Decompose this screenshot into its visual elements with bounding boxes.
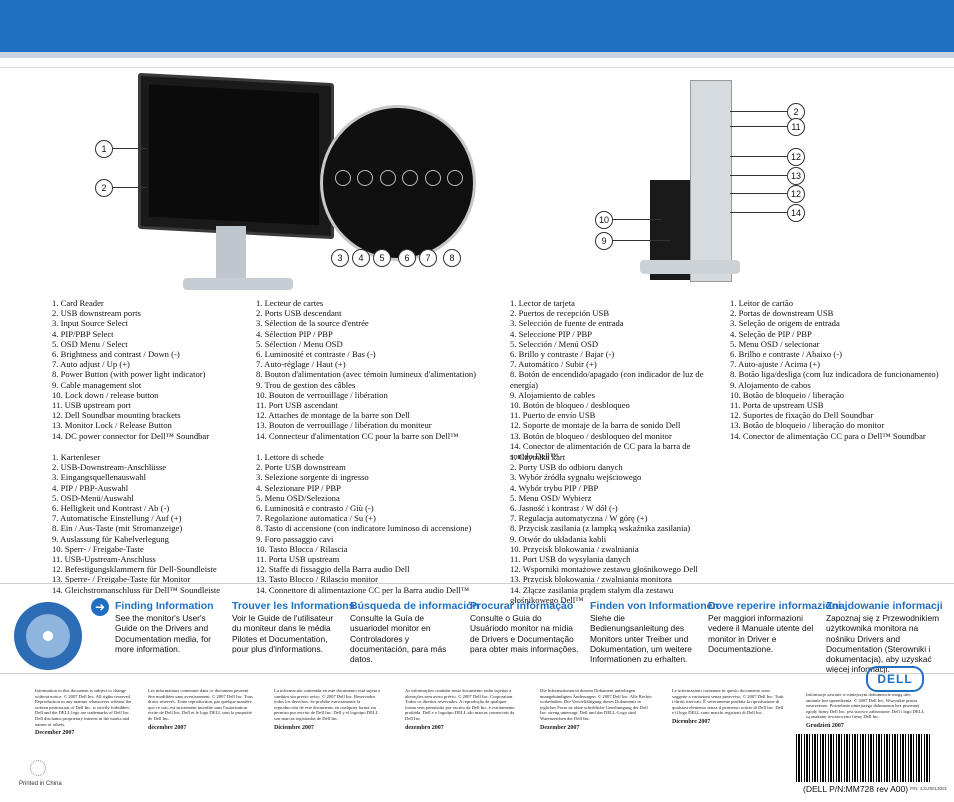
printed-in: Printed in China [19, 781, 62, 787]
legal-divider [0, 673, 954, 674]
monitor-screen [138, 72, 334, 240]
info-title-en: Finding Information [115, 600, 214, 612]
header-bar [0, 0, 954, 52]
callout-side-13: 13 [787, 167, 805, 185]
power-icon [446, 170, 463, 186]
info-title-pl: Znajdowanie informacji [826, 600, 943, 612]
legal-en: Information in this document is subject … [35, 688, 132, 737]
part-number: (DELL P/N:MM728 rev A00) [803, 784, 909, 794]
front-buttons [335, 170, 463, 186]
callout-2: 2 [95, 179, 113, 197]
cd-icon [14, 602, 82, 670]
legal-it: Le informazioni contenute in questo docu… [672, 688, 784, 725]
legal-pt: As informações contidas neste documento … [405, 688, 515, 731]
input-source-icon [335, 170, 351, 186]
info-body-es: Consulte la Guía de usuariodel monitor e… [350, 613, 447, 665]
pn-small: P/N: 4J1J9013001 [910, 786, 948, 791]
callout-4: 4 [352, 249, 370, 267]
divider [0, 67, 954, 68]
info-title-es: Búsqueda de información [350, 600, 479, 612]
section-divider [0, 583, 954, 584]
callout-6: 6 [398, 249, 416, 267]
legal-fr: Les informations contenues dans ce docum… [148, 688, 253, 731]
menu-icon [379, 170, 396, 186]
callout-8: 8 [443, 249, 461, 267]
callout-side-10: 10 [595, 211, 613, 229]
info-body-fr: Voir le Guide de l'utilisateur du monite… [232, 613, 334, 654]
info-body-de: Siehe die Bedienungsanleitung des Monito… [590, 613, 692, 665]
monitor-back-panel [690, 80, 732, 282]
callout-side-9: 9 [595, 232, 613, 250]
callout-side-11: 11 [787, 118, 805, 136]
info-body-pt: Consulte o Guia do Usuáriodo monitor na … [470, 613, 579, 654]
monitor-side-illustration [640, 80, 740, 282]
dell-logo: DELL [866, 666, 924, 692]
legal-es: La información contenida en este documen… [274, 688, 381, 731]
legal-pl: Informacje zawarte w niniejszym dokumenc… [806, 692, 925, 729]
info-body-en: See the monitor's User's Guide on the Dr… [115, 613, 211, 654]
monitor-stand [216, 226, 246, 286]
info-title-de: Finden von Informationen [590, 600, 719, 612]
monitor-front-illustration [138, 72, 348, 290]
callout-3: 3 [331, 249, 349, 267]
callout-7: 7 [419, 249, 437, 267]
barcode [796, 734, 930, 782]
legal-de: Die Informationen in diesem Dokument unt… [540, 688, 652, 731]
info-body-it: Per maggiori informazioni vedere il Manu… [708, 613, 814, 654]
callout-side-12a: 12 [787, 148, 805, 166]
info-title-pt: Procurar informação [470, 600, 574, 612]
arrow-right-icon: ➜ [91, 598, 109, 616]
minus-icon [402, 170, 419, 186]
callout-1: 1 [95, 140, 113, 158]
plus-icon [424, 170, 441, 186]
recycle-icon [30, 760, 46, 776]
info-title-it: Dove reperire informazioni [708, 600, 842, 612]
callout-side-14: 14 [787, 204, 805, 222]
monitor-base [183, 278, 293, 290]
callout-5: 5 [373, 249, 391, 267]
info-title-fr: Trouver les Informations [232, 600, 355, 612]
pip-icon [357, 170, 374, 186]
header-subbar [0, 52, 954, 58]
monitor-side-base [640, 260, 740, 274]
info-body-pl: Zapoznaj się z Przewodnikiem użytkownika… [826, 613, 940, 675]
callout-side-12b: 12 [787, 185, 805, 203]
